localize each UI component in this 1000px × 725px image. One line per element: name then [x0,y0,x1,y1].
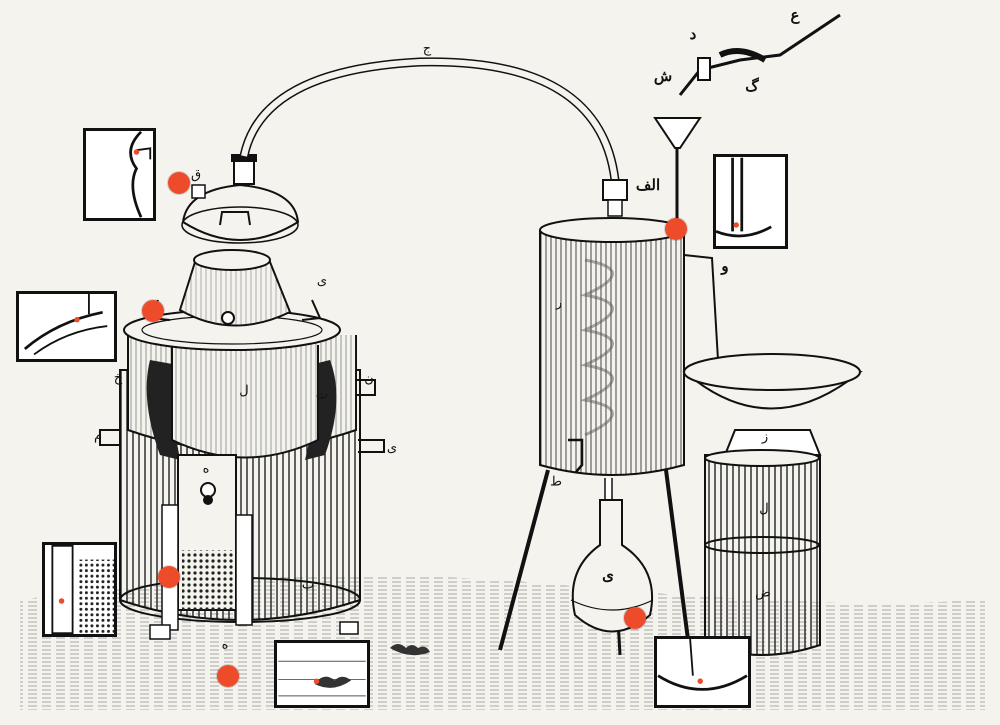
funnel-detail-icon [716,157,772,238]
label-re: ر [555,295,563,311]
label-jim: ج [422,41,432,57]
label-te: ت [315,387,329,403]
hotspot-marker-condenser-inlet[interactable] [665,218,687,240]
label-ye-top: ی [316,273,328,289]
label-ze: ز [761,429,769,445]
funnel-and-tap [653,13,841,228]
label-gaf: گ [745,77,759,95]
inset-funnel-detail [713,154,788,249]
floor-detail-icon [278,660,366,697]
label-lam-boiler: ل [239,383,249,399]
label-he-floor: ه [221,637,229,653]
cap-detail-icon [129,131,152,218]
label-vav: و [721,257,729,275]
label-ye-flask: ی [602,566,614,584]
gauge-detail-icon [51,545,114,634]
label-he: ه [202,461,210,477]
inset-cap-detail [83,128,156,221]
label-dal: د [689,25,697,43]
still-pot [148,154,322,327]
label-ye-handle: ی [386,440,398,456]
furnace [99,309,430,656]
label-ain: ع [790,6,800,24]
basin-detail-icon [657,639,748,691]
label-alef: الف [635,176,661,194]
label-shin: ش [653,67,673,85]
hotspot-marker-lid-valve[interactable] [168,172,190,194]
hotspot-marker-floor[interactable] [217,665,239,687]
label-nun: ن [364,371,374,387]
label-be: ب [301,577,315,593]
lid-detail-icon [23,294,108,356]
label-ta: ط [549,474,563,490]
label-qaf: ق [190,167,202,183]
inset-basin-detail [654,636,751,708]
label-zad: ض [755,585,771,601]
hotspot-marker-gauge[interactable] [158,566,180,588]
vapor-pipe [239,57,628,217]
label-mim: م [93,428,103,444]
inset-lid-detail [16,291,117,362]
hotspot-marker-flask[interactable] [624,607,646,629]
inset-floor-detail [274,640,370,708]
receiving-flask [570,478,654,633]
label-khe: خ [113,370,123,386]
label-lam-stand: ل [759,501,769,517]
hotspot-marker-dome-rim[interactable] [142,300,164,322]
inset-gauge-detail [42,542,117,637]
